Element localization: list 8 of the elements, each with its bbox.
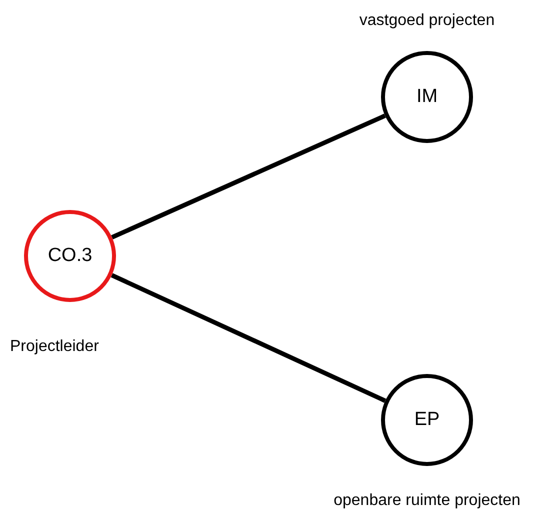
node-label: EP	[414, 409, 440, 431]
node-label: IM	[416, 86, 438, 108]
connector-line	[111, 114, 386, 240]
node-label: CO.3	[48, 245, 92, 267]
connector-line	[110, 273, 386, 403]
node-caption: vastgoed projecten	[359, 12, 495, 30]
node-caption: openbare ruimte projecten	[334, 492, 520, 510]
node-caption: Projectleider	[10, 338, 99, 356]
